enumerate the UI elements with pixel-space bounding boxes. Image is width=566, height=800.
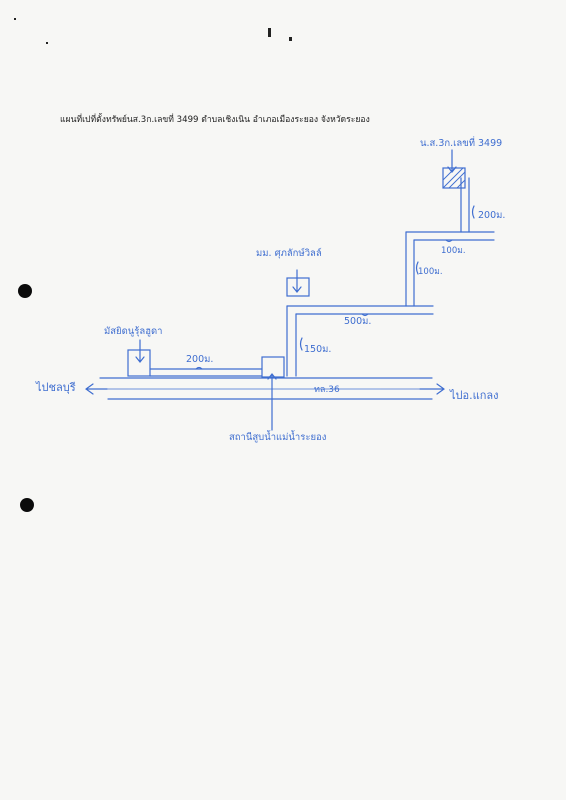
parcel-hatching: [442, 167, 466, 189]
pump-station-box: [261, 356, 285, 378]
right-arrow-icon: [419, 383, 446, 395]
dist-150-label: 150ม.: [304, 344, 331, 355]
dim-tick: [361, 313, 369, 317]
page-title: แผนที่เปที่ตั้งทรัพย์นส.3ก.เลขที่ 3499 ต…: [60, 115, 370, 125]
dim-tick: [445, 239, 453, 243]
dim-tick: [195, 366, 203, 370]
scan-speck: [289, 37, 292, 41]
village-down-arrow-icon: [292, 269, 302, 293]
scan-speck: [14, 18, 16, 20]
parcel-box: [442, 167, 466, 189]
dist-500-label: 500ม.: [344, 316, 371, 327]
mosque-down-arrow-icon: [135, 339, 145, 363]
parcel-label: น.ส.3ก.เลขที่ 3499: [420, 136, 502, 149]
punch-hole-top: [18, 284, 32, 298]
dist-200-bottom-label: 200ม.: [186, 354, 213, 365]
scan-speck: [268, 28, 271, 37]
punch-hole-bottom: [20, 498, 34, 512]
parcel-down-arrow-icon: [447, 149, 457, 173]
mosque-box: [127, 349, 151, 377]
dist-100-b-label: 100ม.: [418, 267, 443, 277]
pump-station-up-arrow-icon: [267, 373, 277, 431]
pump-station-label: สถานีสูบน้ำแม่น้ำระยอง: [229, 430, 326, 443]
road-label: ทล.36: [314, 385, 340, 395]
dim-tick: [299, 337, 303, 351]
dim-tick: [471, 205, 475, 219]
mosque-label: มัสยิดนูรุ้ลฮูดา: [104, 326, 163, 337]
dim-tick: [415, 261, 419, 275]
village-label: มม. ศุภลักษ์วิลล์: [256, 247, 322, 259]
left-destination-label: ไปชลบุรี: [35, 381, 76, 394]
village-box: [286, 277, 310, 297]
dist-200-top-label: 200ม.: [478, 210, 505, 221]
scan-speck: [46, 42, 48, 44]
dist-100-a-label: 100ม.: [441, 246, 466, 256]
right-destination-label: ไปอ.แกลง: [449, 389, 498, 402]
left-arrow-icon: [84, 383, 108, 395]
